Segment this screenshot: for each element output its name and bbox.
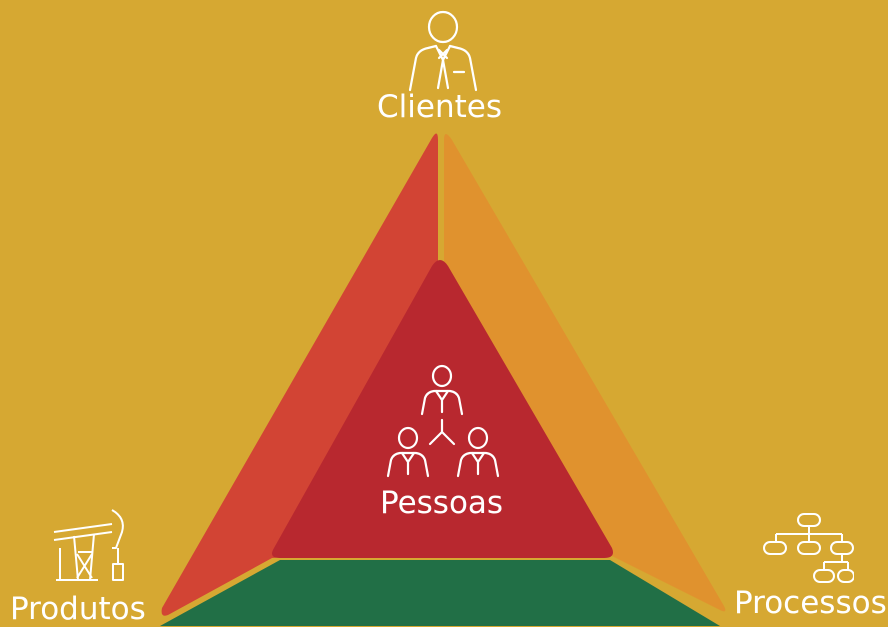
label-processos: Processos [734,585,887,621]
label-pessoas: Pessoas [380,485,504,521]
pyramid-bottom-face [160,560,720,626]
label-produtos: Produtos [10,591,146,627]
flowchart-icon [762,512,854,588]
people-hierarchy-icon [382,364,506,482]
businessman-icon [406,10,480,92]
oil-pump-icon [50,508,130,582]
label-clientes: Clientes [377,89,502,125]
